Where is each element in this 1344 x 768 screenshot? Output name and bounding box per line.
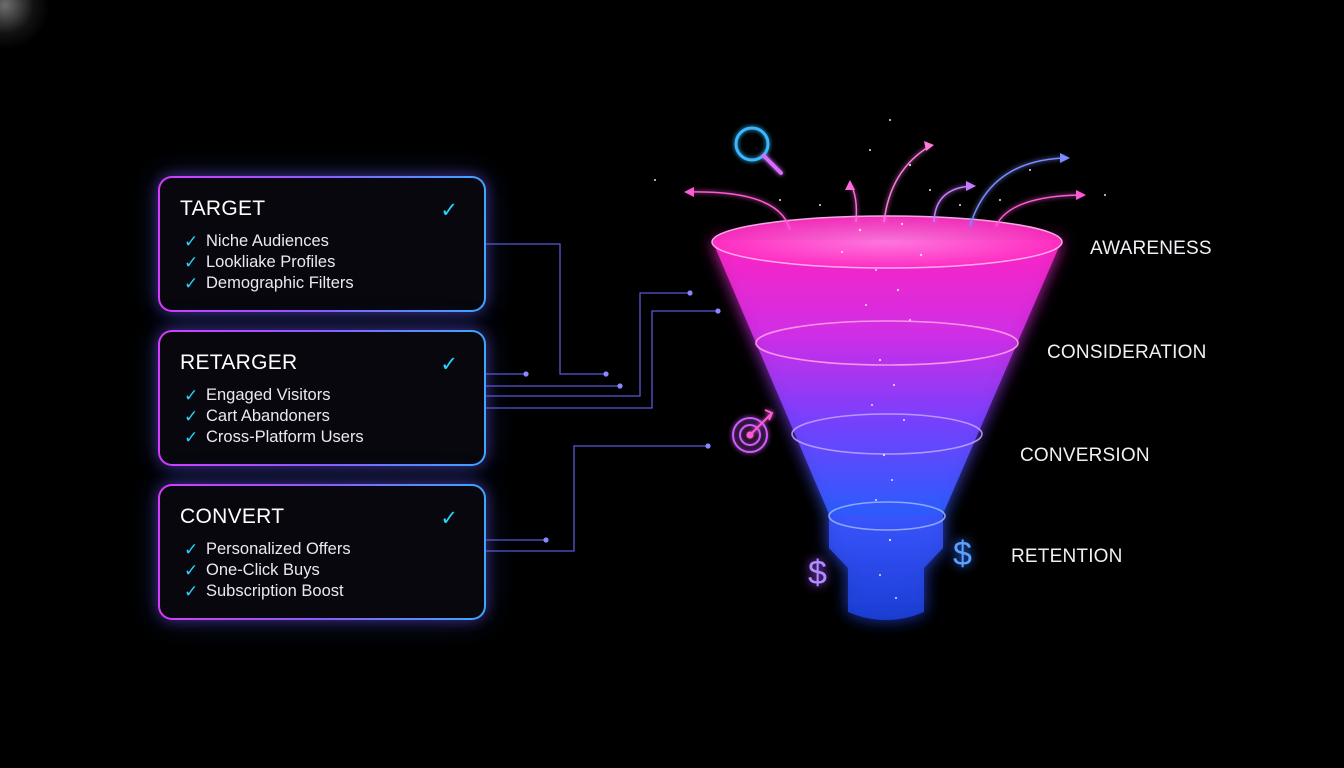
checkmark-icon: ✓ [184, 274, 206, 294]
card-target: TARGET✓✓Niche Audiences✓Lookliake Profil… [158, 176, 486, 312]
checkmark-icon: ✓ [440, 352, 458, 377]
card-title: CONVERT [180, 505, 284, 529]
magnifier-icon [736, 128, 781, 173]
list-item-label: Cart Abandoners [206, 407, 330, 426]
list-item: ✓Lookliake Profiles [184, 252, 354, 273]
stage-label-consideration: CONSIDERATION [1047, 342, 1207, 364]
list-item-label: Demographic Filters [206, 274, 354, 293]
card-convert: CONVERT✓✓Personalized Offers✓One-Click B… [158, 484, 486, 620]
connector-dots [523, 290, 720, 542]
funnel-arrowheads [684, 141, 1086, 200]
list-item-label: Niche Audiences [206, 232, 329, 251]
card-list: ✓Personalized Offers✓One-Click Buys✓Subs… [184, 539, 351, 602]
list-item-label: Subscription Boost [206, 582, 344, 601]
checkmark-icon: ✓ [184, 386, 206, 406]
list-item: ✓Personalized Offers [184, 539, 351, 560]
stage-label-retention: RETENTION [1011, 546, 1123, 568]
dollar-icon: $ [808, 554, 827, 593]
list-item: ✓Engaged Visitors [184, 385, 364, 406]
card-title: RETARGER [180, 351, 298, 375]
dollar-icon: $ [953, 535, 972, 574]
list-item: ✓Demographic Filters [184, 273, 354, 294]
list-item: ✓One-Click Buys [184, 560, 351, 581]
list-item-label: Cross-Platform Users [206, 428, 364, 447]
list-item: ✓Cross-Platform Users [184, 427, 364, 448]
checkmark-icon: ✓ [184, 582, 206, 602]
list-item-label: Engaged Visitors [206, 386, 330, 405]
card-title: TARGET [180, 197, 265, 221]
checkmark-icon: ✓ [184, 253, 206, 273]
checkmark-icon: ✓ [184, 407, 206, 427]
checkmark-icon: ✓ [440, 198, 458, 223]
checkmark-icon: ✓ [184, 428, 206, 448]
card-retarger: RETARGER✓✓Engaged Visitors✓Cart Abandone… [158, 330, 486, 466]
checkmark-icon: ✓ [440, 506, 458, 531]
checkmark-icon: ✓ [184, 561, 206, 581]
checkmark-icon: ✓ [184, 540, 206, 560]
card-list: ✓Niche Audiences✓Lookliake Profiles✓Demo… [184, 231, 354, 294]
funnel-body [712, 240, 1062, 620]
card-list: ✓Engaged Visitors✓Cart Abandoners✓Cross-… [184, 385, 364, 448]
list-item-label: Lookliake Profiles [206, 253, 335, 272]
target-icon [733, 410, 772, 452]
stage-label-awareness: AWARENESS [1090, 238, 1212, 260]
list-item: ✓Cart Abandoners [184, 406, 364, 427]
checkmark-icon: ✓ [184, 232, 206, 252]
connector-lines [486, 244, 718, 551]
list-item-label: One-Click Buys [206, 561, 320, 580]
list-item-label: Personalized Offers [206, 540, 351, 559]
list-item: ✓Niche Audiences [184, 231, 354, 252]
stage-label-conversion: CONVERSION [1020, 445, 1150, 467]
funnel-top-ellipse [712, 216, 1062, 268]
list-item: ✓Subscription Boost [184, 581, 351, 602]
